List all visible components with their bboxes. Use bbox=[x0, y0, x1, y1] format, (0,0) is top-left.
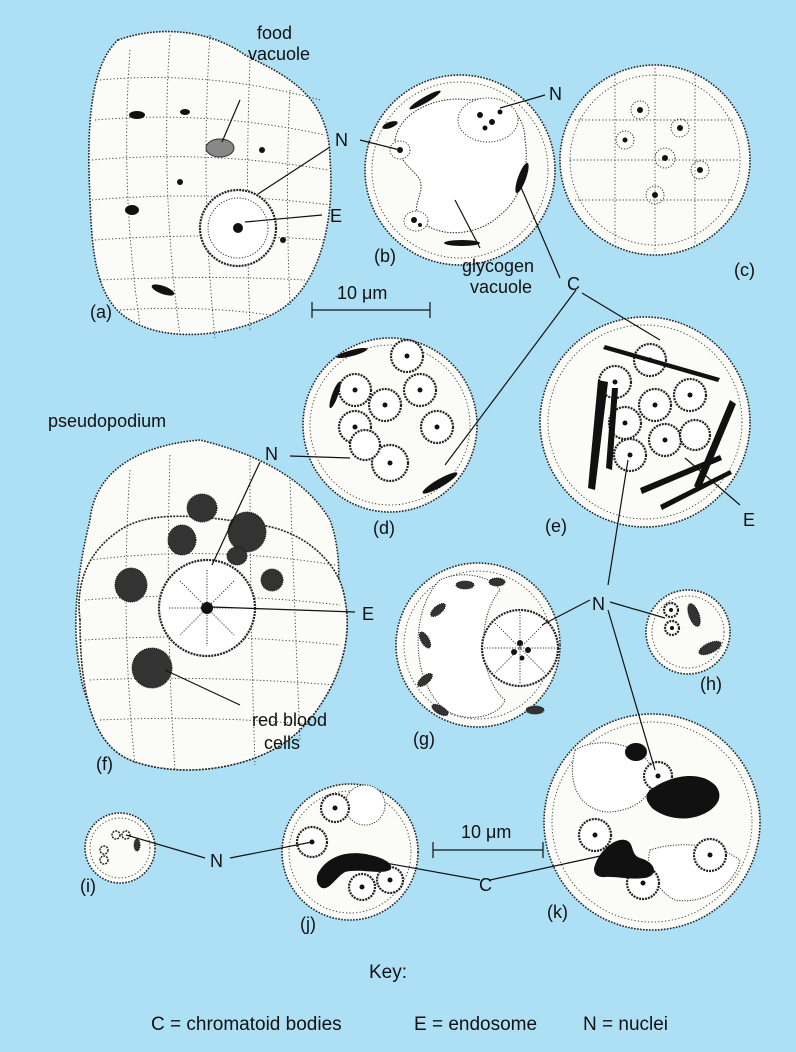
panel-k: (k) bbox=[547, 902, 568, 922]
key-title: Key: bbox=[369, 962, 407, 983]
label-C-bottom: C bbox=[479, 875, 492, 895]
label-food-vacuole-1: food bbox=[257, 23, 292, 43]
cell-h bbox=[646, 590, 730, 674]
label-N-a: N bbox=[335, 130, 348, 150]
label-N-f: N bbox=[265, 444, 278, 464]
cell-d bbox=[303, 338, 477, 512]
label-E-f: E bbox=[362, 604, 374, 624]
panel-f: (f) bbox=[96, 754, 113, 774]
food-vacuole bbox=[206, 139, 234, 157]
key-item-nuclei: N = nuclei bbox=[583, 1014, 668, 1035]
label-rbc-1: red blood bbox=[252, 710, 327, 730]
cell-g bbox=[396, 563, 560, 727]
label-rbc-2: cells bbox=[264, 733, 300, 753]
cell-i bbox=[85, 813, 155, 883]
panel-i: (i) bbox=[80, 876, 96, 896]
panel-h: (h) bbox=[700, 674, 722, 694]
cell-c bbox=[560, 65, 750, 255]
label-N-center: N bbox=[592, 594, 605, 614]
label-C-top: C bbox=[567, 274, 580, 294]
label-glycogen-1: glycogen bbox=[462, 256, 534, 276]
panel-b: (b) bbox=[374, 246, 396, 266]
cell-j bbox=[282, 784, 418, 920]
key-item-endosome: E = endosome bbox=[414, 1014, 537, 1035]
panel-g: (g) bbox=[413, 729, 435, 749]
panel-e: (e) bbox=[545, 516, 567, 536]
cell-e bbox=[540, 317, 750, 527]
key-item-chromatoid: C = chromatoid bodies bbox=[151, 1014, 342, 1035]
label-E-e: E bbox=[743, 510, 755, 530]
label-food-vacuole-2: vacuole bbox=[248, 44, 310, 64]
label-N-bottom: N bbox=[210, 851, 223, 871]
cell-k bbox=[544, 714, 760, 930]
panel-j: (j) bbox=[300, 914, 316, 934]
scale-label-top: 10 μm bbox=[337, 283, 387, 303]
label-glycogen-2: vacuole bbox=[470, 277, 532, 297]
panel-a: (a) bbox=[90, 302, 112, 322]
panel-d: (d) bbox=[373, 518, 395, 538]
label-N-b: N bbox=[549, 84, 562, 104]
label-E-a: E bbox=[330, 206, 342, 226]
cell-b bbox=[365, 75, 555, 265]
label-pseudopodium: pseudopodium bbox=[48, 411, 166, 431]
panel-c: (c) bbox=[734, 260, 755, 280]
scale-label-bottom: 10 μm bbox=[461, 822, 511, 842]
